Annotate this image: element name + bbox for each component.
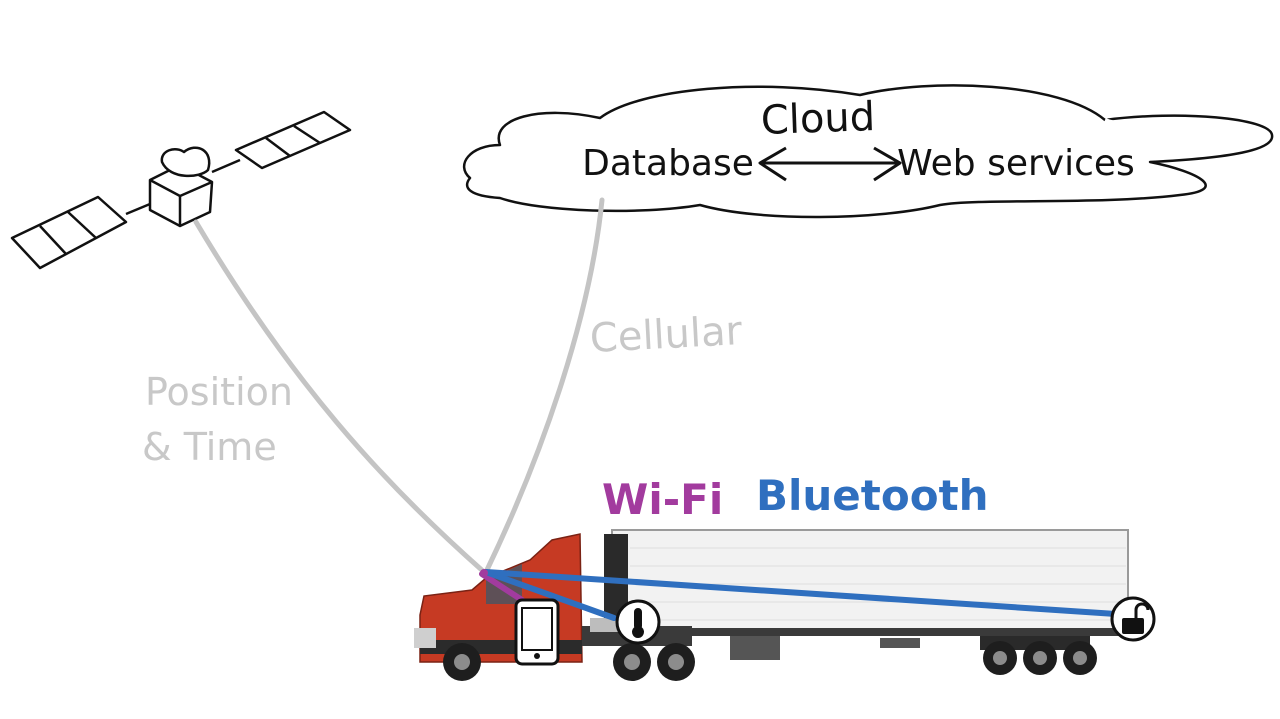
web-services-label: Web services xyxy=(897,143,1135,184)
trailer-body xyxy=(611,529,1129,635)
double-arrow-icon xyxy=(758,146,902,182)
hub-node xyxy=(480,569,488,577)
cloud-outline xyxy=(463,84,1274,219)
satellite-link-line xyxy=(193,219,487,575)
cellular-label: Cellular xyxy=(589,308,744,362)
bluetooth-link-thermometer xyxy=(483,569,617,621)
truck-illustration xyxy=(414,529,1129,681)
time-label: & Time xyxy=(142,425,277,469)
bluetooth-label: Bluetooth xyxy=(756,471,989,520)
smartphone-icon xyxy=(514,598,560,666)
thermometer-icon xyxy=(615,599,661,645)
database-label: Database xyxy=(582,143,754,184)
wifi-link-line xyxy=(479,571,525,603)
cloud-group: Cloud Database Web services xyxy=(463,84,1274,219)
bluetooth-link-lock xyxy=(483,569,1119,617)
wifi-label: Wi-Fi xyxy=(602,475,723,524)
cellular-link-line xyxy=(483,197,605,575)
cloud-title: Cloud xyxy=(760,94,876,144)
position-label: Position xyxy=(145,370,293,414)
unlock-icon xyxy=(1110,596,1156,642)
satellite-icon xyxy=(10,110,352,270)
